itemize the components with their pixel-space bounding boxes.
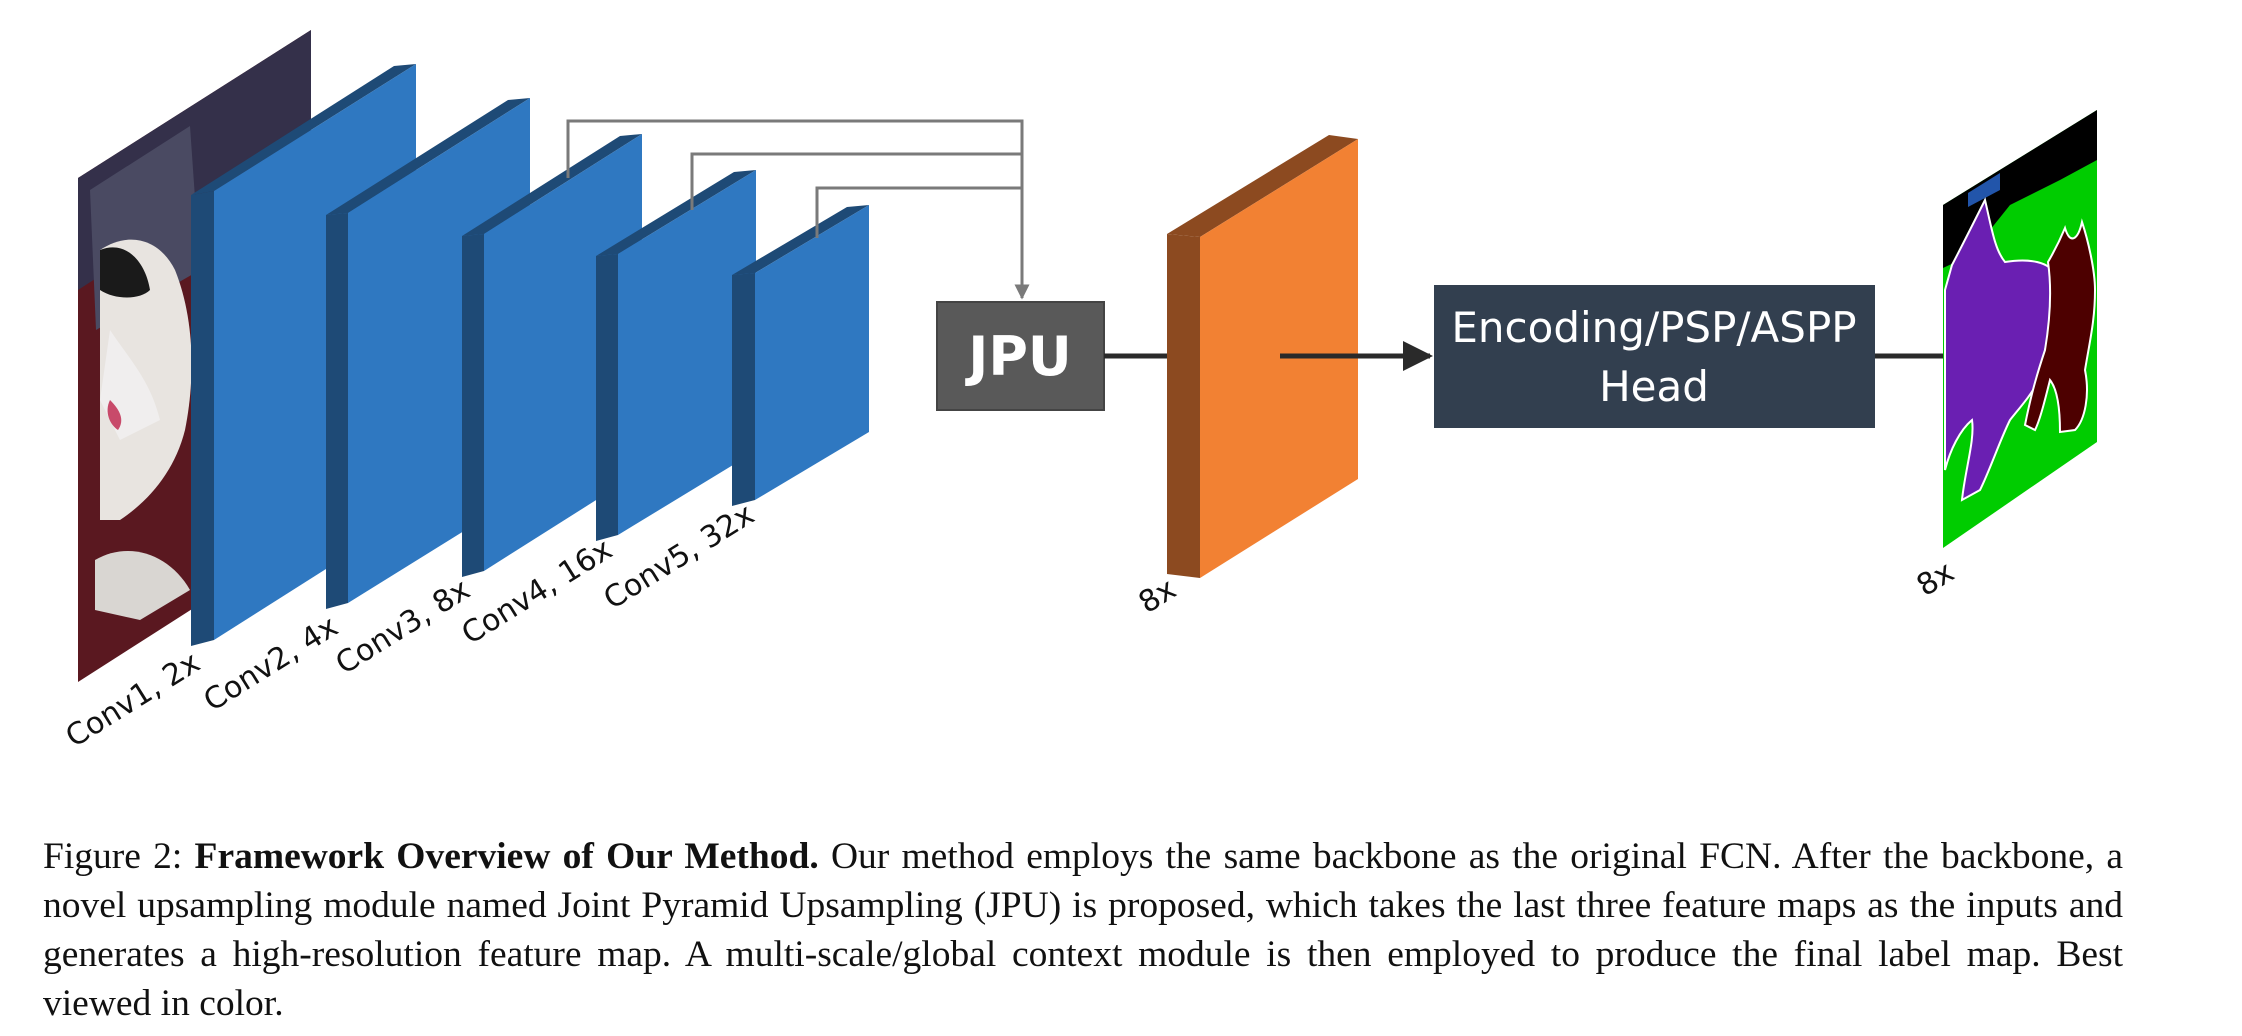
head-label-line1: Encoding/PSP/ASPP [1451,303,1856,352]
head-label-line2: Head [1599,362,1709,411]
feature-map [1167,135,1358,578]
backbone-layer-conv5 [732,205,869,506]
skip-connections [566,119,1030,300]
output-label-map [1943,110,2097,548]
caption-prefix: Figure 2: [43,836,195,877]
skip-connection-conv3 [566,119,1030,300]
jpu-label: JPU [964,325,1072,388]
caption-body: Our method employs the same backbone as … [43,836,2123,1024]
backbone-layer-conv4 [596,170,756,541]
skip-connection-conv5 [815,186,1022,238]
skip-connection-conv4 [690,152,1022,210]
framework-svg: Conv1, 2x Conv2, 4x Conv3, 8x Conv4, 16x… [60,30,2097,755]
figure-caption: Figure 2: Framework Overview of Our Meth… [43,832,2123,1028]
framework-diagram: Conv1, 2x Conv2, 4x Conv3, 8x Conv4, 16x… [60,30,2097,755]
feature-map-scale-label: 8x [1133,572,1183,621]
caption-title: Framework Overview of Our Method. [194,836,819,877]
context-head-module: Encoding/PSP/ASPP Head [1434,285,1875,428]
jpu-module: JPU [936,301,1105,411]
output-scale-label: 8x [1911,555,1961,604]
